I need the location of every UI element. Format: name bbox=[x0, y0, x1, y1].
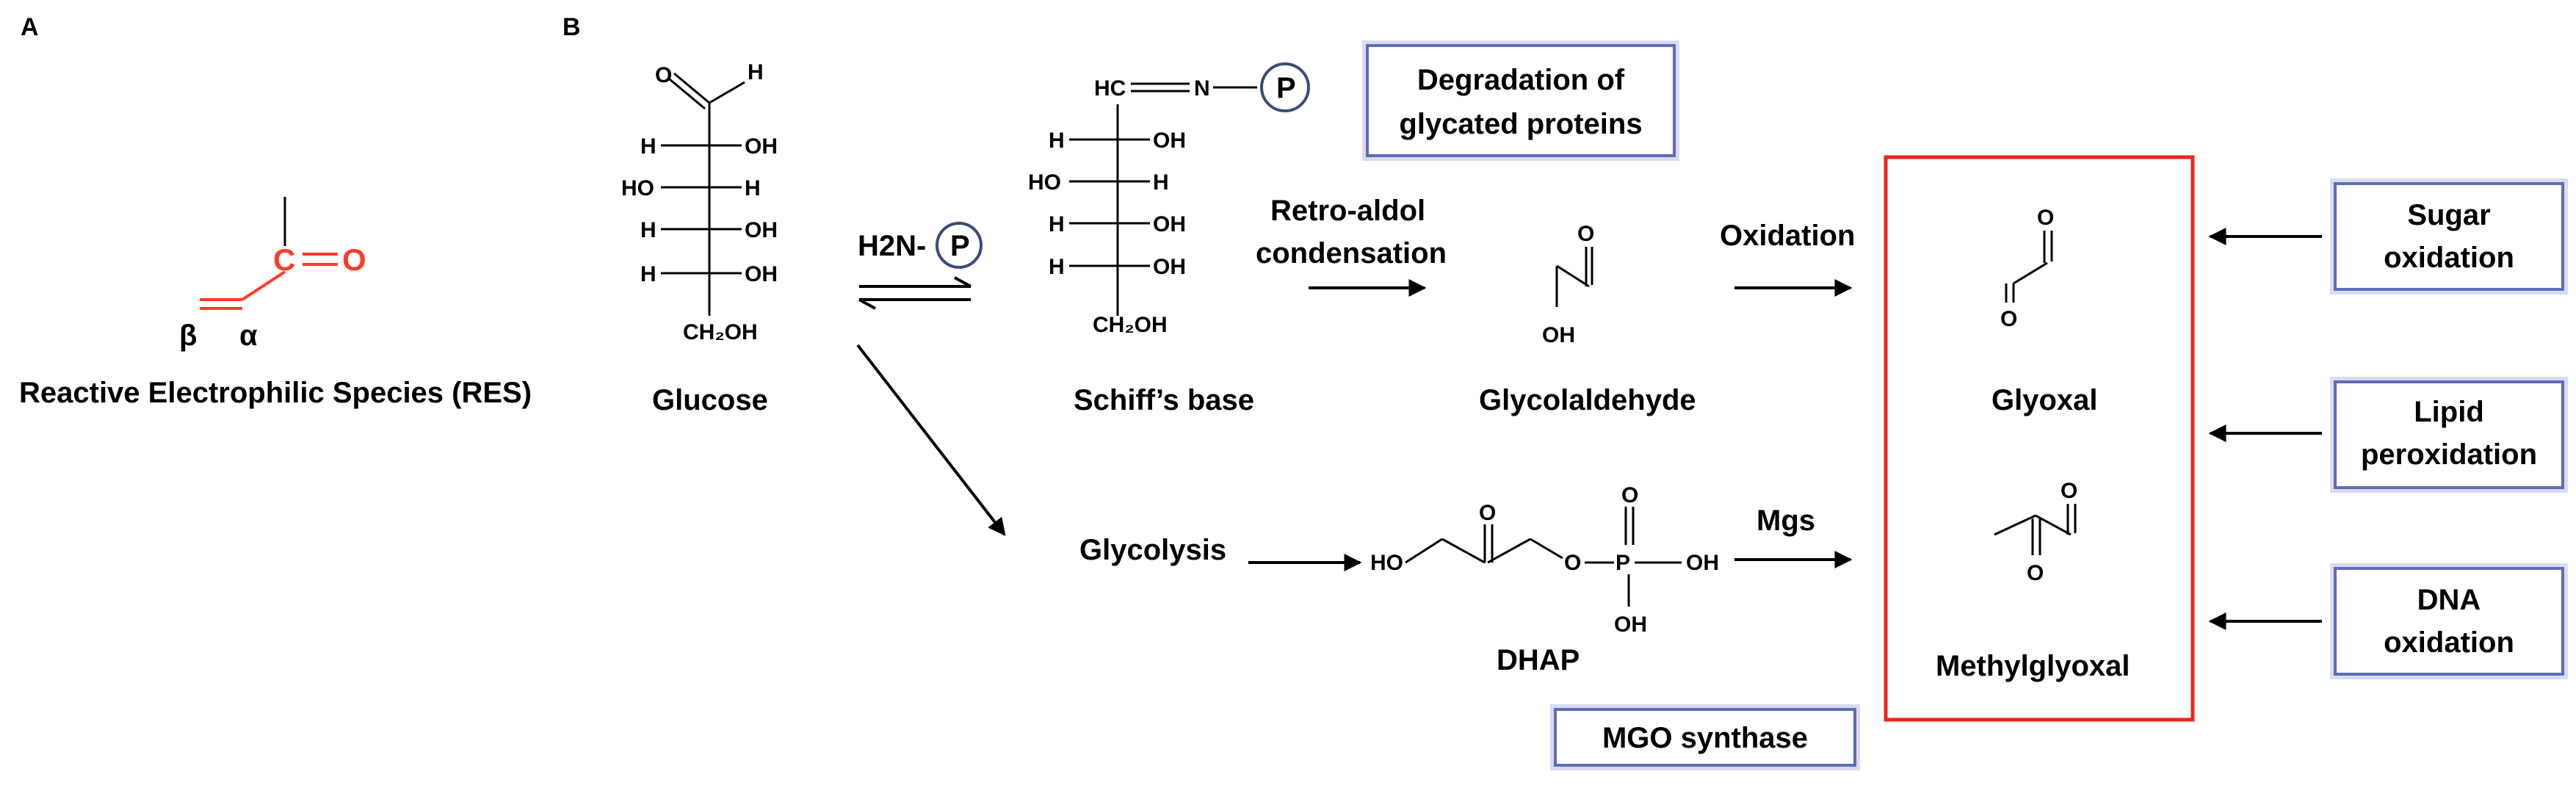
schiff-base-structure: HC N P H OH HO H H OH H OH CH₂OH bbox=[1028, 62, 1310, 337]
svg-text:OH: OH bbox=[745, 262, 778, 286]
svg-text:oxidation: oxidation bbox=[2384, 242, 2514, 274]
oxidation-label: Oxidation bbox=[1720, 220, 1855, 252]
svg-text:CH₂OH: CH₂OH bbox=[1093, 313, 1168, 337]
equilibrium-arrows bbox=[858, 276, 972, 310]
svg-text:P: P bbox=[950, 230, 970, 262]
glycolysis-label: Glycolysis bbox=[1079, 534, 1226, 566]
retro-aldol-label-1: Retro-aldol bbox=[1270, 195, 1425, 227]
svg-text:Sugar: Sugar bbox=[2407, 199, 2490, 231]
svg-text:OH: OH bbox=[1153, 255, 1186, 279]
svg-text:DNA: DNA bbox=[2417, 584, 2481, 616]
svg-text:P: P bbox=[1616, 551, 1630, 575]
schiff-base-label: Schiff’s base bbox=[1074, 384, 1254, 416]
svg-text:MGO synthase: MGO synthase bbox=[1602, 722, 1808, 754]
glyoxal-structure: O O bbox=[2000, 206, 2054, 331]
svg-text:H: H bbox=[640, 134, 656, 159]
svg-text:OH: OH bbox=[1542, 323, 1575, 347]
dna-oxidation-box: DNA oxidation bbox=[2330, 563, 2568, 679]
dhap-structure: HO O O P O OH OH bbox=[1370, 483, 1719, 637]
svg-text:HO: HO bbox=[621, 176, 654, 200]
methylglyoxal-label: Methylglyoxal bbox=[1936, 650, 2130, 682]
mgo-synthase-box: MGO synthase bbox=[1550, 704, 1860, 770]
svg-text:peroxidation: peroxidation bbox=[2361, 438, 2537, 471]
svg-text:OH: OH bbox=[1153, 129, 1186, 153]
svg-text:H: H bbox=[1049, 129, 1065, 153]
svg-text:O: O bbox=[2000, 307, 2017, 331]
svg-text:H: H bbox=[1049, 255, 1065, 279]
panel-label-b: B bbox=[562, 13, 581, 41]
arrow-glucose-to-glycolysis bbox=[856, 344, 1006, 536]
svg-text:P: P bbox=[1276, 72, 1296, 104]
res-carbon: C bbox=[273, 242, 295, 277]
svg-text:OH: OH bbox=[745, 218, 778, 242]
svg-text:H: H bbox=[640, 218, 656, 242]
svg-text:Lipid: Lipid bbox=[2414, 396, 2484, 428]
svg-text:H: H bbox=[745, 176, 761, 200]
res-caption: Reactive Electrophilic Species (RES) bbox=[19, 377, 532, 409]
svg-text:HO: HO bbox=[1370, 551, 1403, 575]
svg-text:OH: OH bbox=[1153, 212, 1186, 236]
svg-text:O: O bbox=[2061, 479, 2077, 503]
retro-aldol-label-2: condensation bbox=[1256, 237, 1447, 270]
svg-text:O: O bbox=[1479, 501, 1496, 525]
res-oxygen: O bbox=[342, 242, 366, 277]
svg-text:glycated proteins: glycated proteins bbox=[1399, 108, 1642, 140]
svg-text:N: N bbox=[1194, 76, 1210, 101]
svg-text:H: H bbox=[1049, 212, 1065, 236]
svg-text:O: O bbox=[2027, 561, 2044, 585]
svg-text:OH: OH bbox=[745, 134, 778, 159]
sugar-oxidation-box: Sugar oxidation bbox=[2330, 178, 2568, 294]
svg-text:H2N-: H2N- bbox=[858, 230, 926, 262]
glycolaldehyde-label: Glycolaldehyde bbox=[1479, 384, 1696, 416]
svg-text:H: H bbox=[748, 60, 764, 84]
mgs-label: Mgs bbox=[1756, 505, 1815, 537]
svg-text:CH₂OH: CH₂OH bbox=[683, 320, 758, 344]
svg-text:Degradation of: Degradation of bbox=[1417, 64, 1625, 96]
res-alpha: α bbox=[239, 319, 258, 352]
dhap-label: DHAP bbox=[1497, 644, 1580, 676]
products-box bbox=[1884, 155, 2195, 722]
glucose-structure: O H H OH HO H H OH H OH CH₂OH bbox=[621, 60, 778, 344]
panel-label-a: A bbox=[21, 13, 39, 41]
res-structure: C O β α bbox=[179, 197, 366, 352]
svg-text:O: O bbox=[1621, 483, 1638, 507]
svg-text:O: O bbox=[1564, 551, 1581, 575]
degradation-box: Degradation of glycated proteins bbox=[1362, 40, 1679, 161]
glyoxal-label: Glyoxal bbox=[1991, 384, 2098, 416]
svg-text:H: H bbox=[1153, 170, 1169, 195]
svg-text:O: O bbox=[1577, 222, 1594, 246]
methylglyoxal-structure: O O bbox=[1994, 479, 2077, 585]
svg-text:oxidation: oxidation bbox=[2384, 626, 2514, 659]
amine-reagent: H2N- P bbox=[858, 222, 983, 269]
svg-text:HC: HC bbox=[1094, 76, 1126, 101]
glucose-label: Glucose bbox=[652, 384, 768, 416]
svg-text:HO: HO bbox=[1028, 170, 1061, 195]
glycolaldehyde-structure: O OH bbox=[1542, 222, 1594, 347]
svg-text:O: O bbox=[2037, 206, 2054, 230]
res-beta: β bbox=[179, 319, 197, 352]
svg-text:H: H bbox=[640, 262, 656, 286]
svg-text:OH: OH bbox=[1614, 612, 1647, 637]
svg-text:OH: OH bbox=[1686, 551, 1719, 575]
lipid-peroxidation-box: Lipid peroxidation bbox=[2330, 377, 2568, 493]
svg-text:O: O bbox=[655, 63, 672, 87]
